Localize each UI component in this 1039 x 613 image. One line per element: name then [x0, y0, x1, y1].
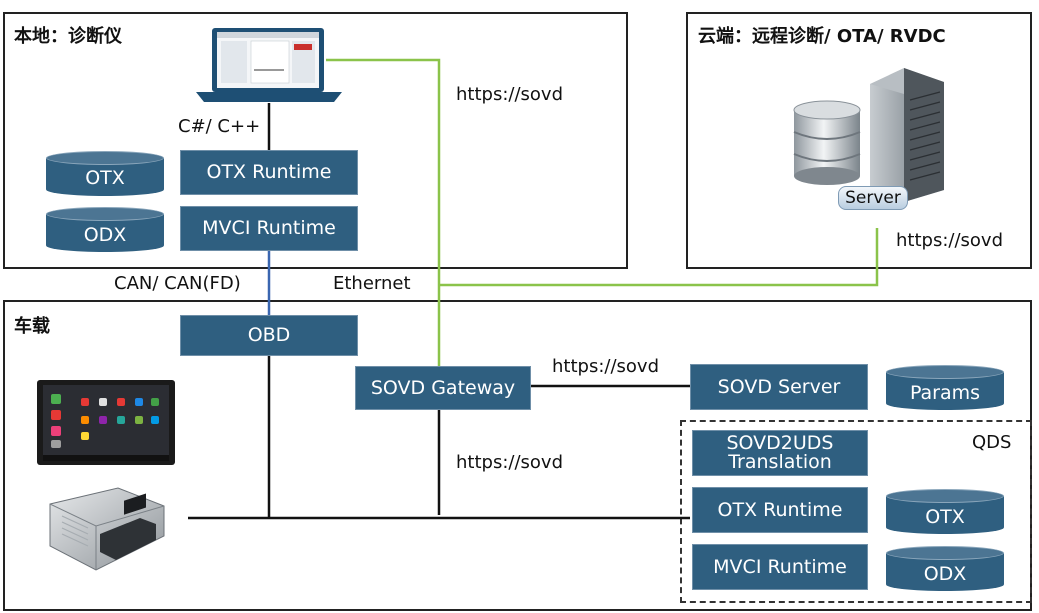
- params-label: Params: [909, 382, 981, 404]
- laptop-icon: [196, 28, 342, 102]
- obd-box: OBD: [180, 315, 358, 356]
- sovd-server-box: SOVD Server: [690, 364, 868, 410]
- cloud-title: 云端：远程诊断/ OTA/ RVDC: [698, 26, 946, 47]
- server-label: Server: [838, 186, 908, 210]
- local-otx-label: OTX: [85, 167, 125, 189]
- cloud-sovd-label: https://sovd: [896, 230, 1003, 251]
- qds-otx-runtime: OTX Runtime: [692, 487, 868, 533]
- gateway-bus-sovd-label: https://sovd: [456, 452, 563, 473]
- local-otx-runtime: OTX Runtime: [180, 150, 358, 195]
- params-database: Params: [886, 365, 1004, 410]
- translation-line1: SOVD2UDS: [726, 432, 834, 454]
- local-mvci-runtime: MVCI Runtime: [180, 206, 358, 251]
- local-odx-database: ODX: [46, 207, 164, 252]
- head-unit-icon: [37, 380, 175, 465]
- server-label-text: Server: [845, 188, 901, 208]
- green-link-ethernet-cloud: [439, 228, 879, 287]
- server-tower-icon: [870, 68, 944, 202]
- qds-otx-database: OTX: [886, 489, 1004, 534]
- green-link-laptop-gateway: [326, 58, 441, 367]
- sovd-gateway-box: SOVD Gateway: [355, 366, 531, 410]
- qds-odx-database: ODX: [886, 546, 1004, 591]
- qds-title: QDS: [972, 432, 1012, 453]
- ethernet-label: Ethernet: [333, 273, 411, 294]
- qds-otx-label: OTX: [925, 506, 965, 528]
- lang-label: C#/ C++: [178, 116, 261, 137]
- ecu-icon: [49, 487, 165, 571]
- translation-line2: Translation: [728, 451, 832, 473]
- gateway-server-sovd-label: https://sovd: [552, 356, 659, 377]
- laptop-sovd-label: https://sovd: [456, 84, 563, 105]
- database-icon: [793, 100, 861, 185]
- local-odx-label: ODX: [83, 224, 127, 246]
- qds-frame: [680, 420, 1032, 603]
- local-otx-database: OTX: [46, 151, 164, 196]
- qds-mvci-runtime: MVCI Runtime: [692, 544, 868, 590]
- can-label: CAN/ CAN(FD): [114, 273, 241, 294]
- vehicle-title: 车载: [14, 316, 50, 337]
- qds-odx-label: ODX: [923, 563, 967, 585]
- sovd2uds-translation-box: SOVD2UDS Translation: [692, 430, 868, 476]
- local-title: 本地：诊断仪: [14, 26, 122, 47]
